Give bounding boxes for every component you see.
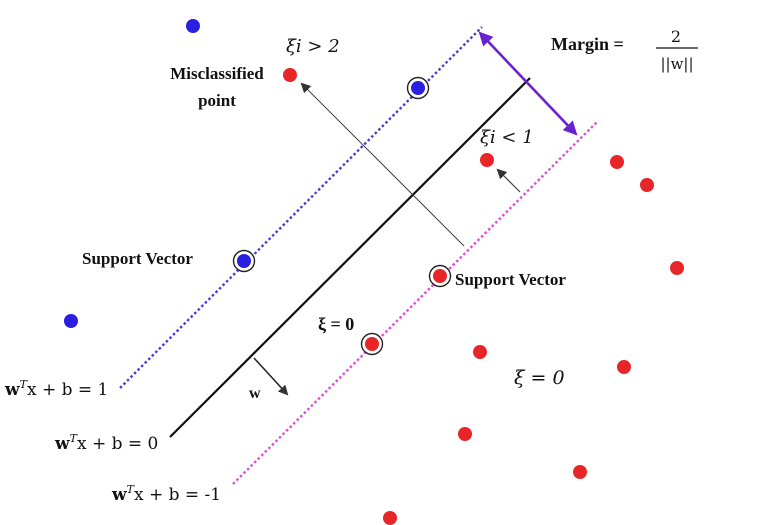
red-point-xi-lt-1 — [480, 153, 494, 167]
blue-point-support-upper — [411, 81, 425, 95]
misclassified-label-line1: Misclassified — [170, 64, 264, 83]
slack-arrow-xi-lt-1 — [496, 168, 521, 193]
margin-numerator: 2 — [671, 27, 681, 46]
xi-eq-0-italic-label: ξ = 0 — [514, 367, 565, 389]
red-point-6 — [458, 427, 472, 441]
decision-boundary — [169, 77, 531, 438]
red-point-2 — [640, 178, 654, 192]
slack-arrow-misclassified — [300, 82, 465, 247]
eq-minus-one-label: wTx + b = -1 — [111, 483, 221, 505]
red-point-support-right — [433, 269, 447, 283]
xi-eq-0-bold-label: ξ = 0 — [318, 314, 354, 335]
red-point-4 — [473, 345, 487, 359]
red-point-7 — [573, 465, 587, 479]
red-point-support-xi0 — [365, 337, 379, 351]
red-point-misclassified — [283, 68, 297, 82]
red-point-5 — [617, 360, 631, 374]
negative-margin-line — [232, 120, 599, 485]
margin-denominator: ||w|| — [660, 55, 693, 73]
eq-plus-one-label: wTx + b = 1 — [4, 378, 108, 400]
w-vector-label: w — [249, 385, 261, 402]
blue-point-support-left — [237, 254, 251, 268]
xi-lt-1-label: ξi < 1 — [480, 127, 534, 148]
misclassified-label-line2: point — [198, 91, 236, 110]
red-point-8 — [383, 511, 397, 525]
support-vector-left-label: Support Vector — [82, 249, 193, 268]
xi-gt-2-label: ξi > 2 — [286, 36, 340, 57]
margin-arrow — [478, 31, 578, 136]
blue-point-top — [186, 19, 200, 33]
eq-zero-label: wTx + b = 0 — [54, 432, 158, 454]
red-point-3 — [670, 261, 684, 275]
support-vector-right-label: Support Vector — [455, 270, 566, 289]
blue-point-left — [64, 314, 78, 328]
margin-label: Margin = — [551, 34, 624, 54]
w-vector-arrow — [253, 357, 289, 396]
red-point-1 — [610, 155, 624, 169]
